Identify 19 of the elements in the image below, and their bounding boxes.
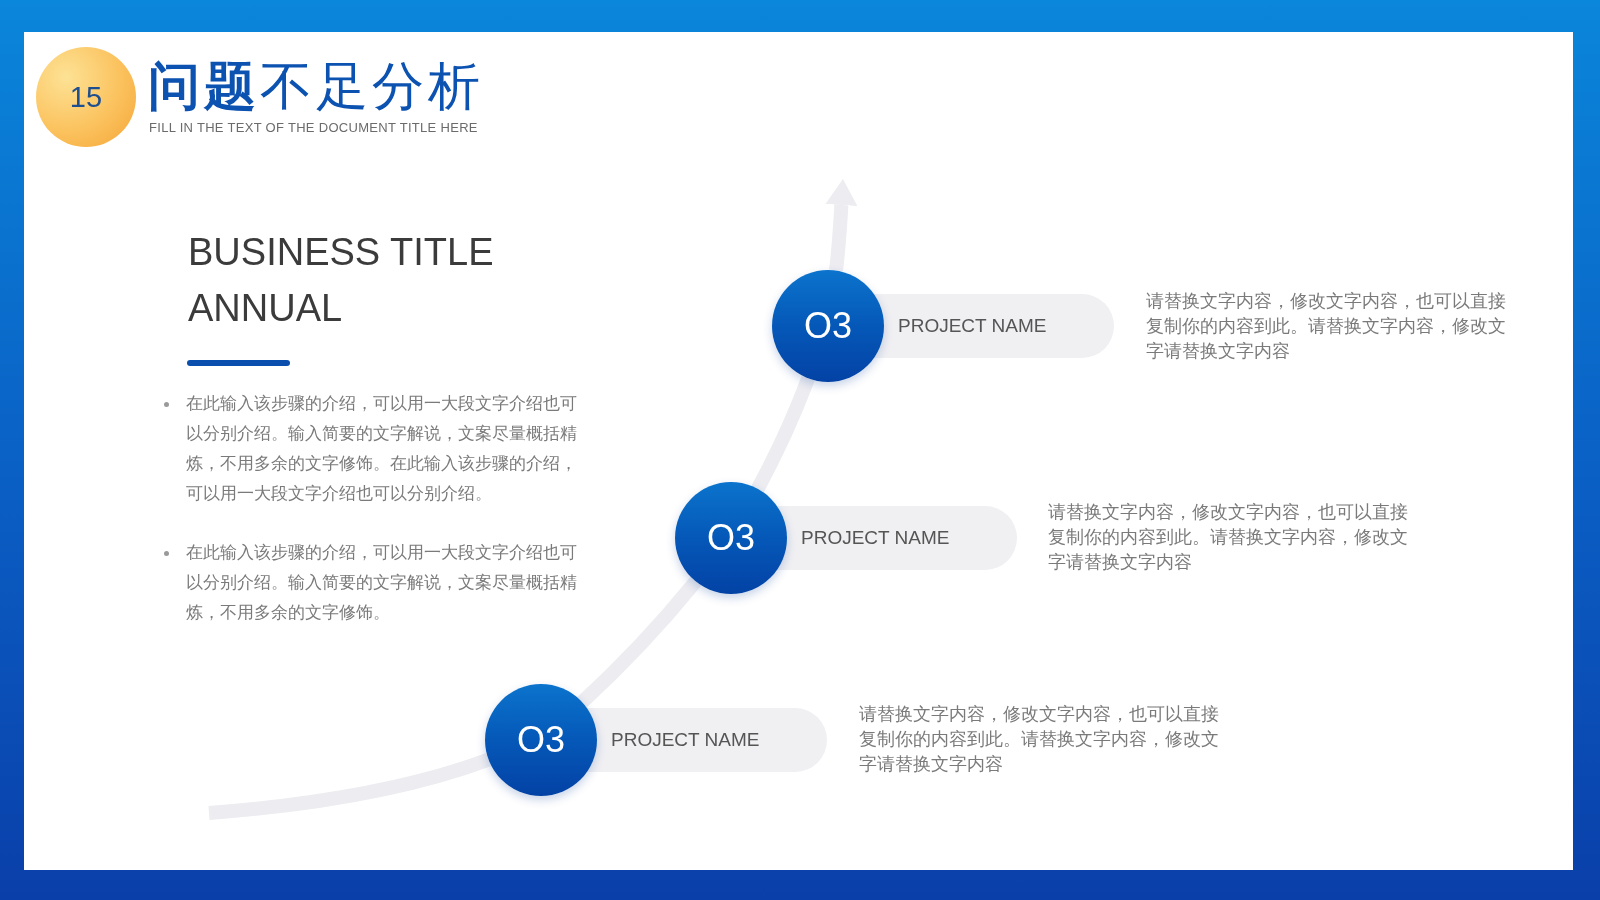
step-number: O3	[707, 518, 755, 558]
step-number: O3	[517, 720, 565, 760]
project-name: PROJECT NAME	[611, 728, 760, 752]
page-number: 15	[69, 81, 103, 113]
slide-title: 问题不足分析	[148, 56, 484, 116]
project-name: PROJECT NAME	[801, 526, 950, 550]
body-paragraph: 在此输入该步骤的介绍，可以用一大段文字介绍也可以分别介绍。输入简要的文字解说，文案尽量概括精炼，不用多余的文字修饰。	[186, 542, 578, 624]
growth-arrow	[825, 179, 858, 272]
section-heading: BUSINESS TITLE ANNUAL	[188, 230, 495, 331]
description-text: 请替换文字内容，修改文字内容，也可以直接复制你的内容到此。请替换文字内容，修改文字请替换文字内容	[1146, 290, 1507, 363]
project-name: PROJECT NAME	[898, 314, 1047, 338]
description-text: 请替换文字内容，修改文字内容，也可以直接复制你的内容到此。请替换文字内容，修改文字请替换文字内容	[1048, 501, 1409, 574]
body-paragraph: 在此输入该步骤的介绍，可以用一大段文字介绍也可以分别介绍。输入简要的文字解说，文案尽量概括精炼，不用多余的文字修饰。在此输入该步骤的介绍，可以用一大段文字介绍也可以分别介绍。	[186, 393, 578, 505]
step-number: O3	[804, 306, 852, 346]
connector-line	[577, 576, 702, 708]
subtitle: FILL IN THE TEXT OF THE DOCUMENT TITLE HERE	[149, 119, 478, 136]
description-text: 请替换文字内容，修改文字内容，也可以直接复制你的内容到此。请替换文字内容，修改文字请替换文字内容	[859, 703, 1220, 776]
connector-line	[208, 753, 491, 820]
connector-line	[751, 375, 815, 493]
